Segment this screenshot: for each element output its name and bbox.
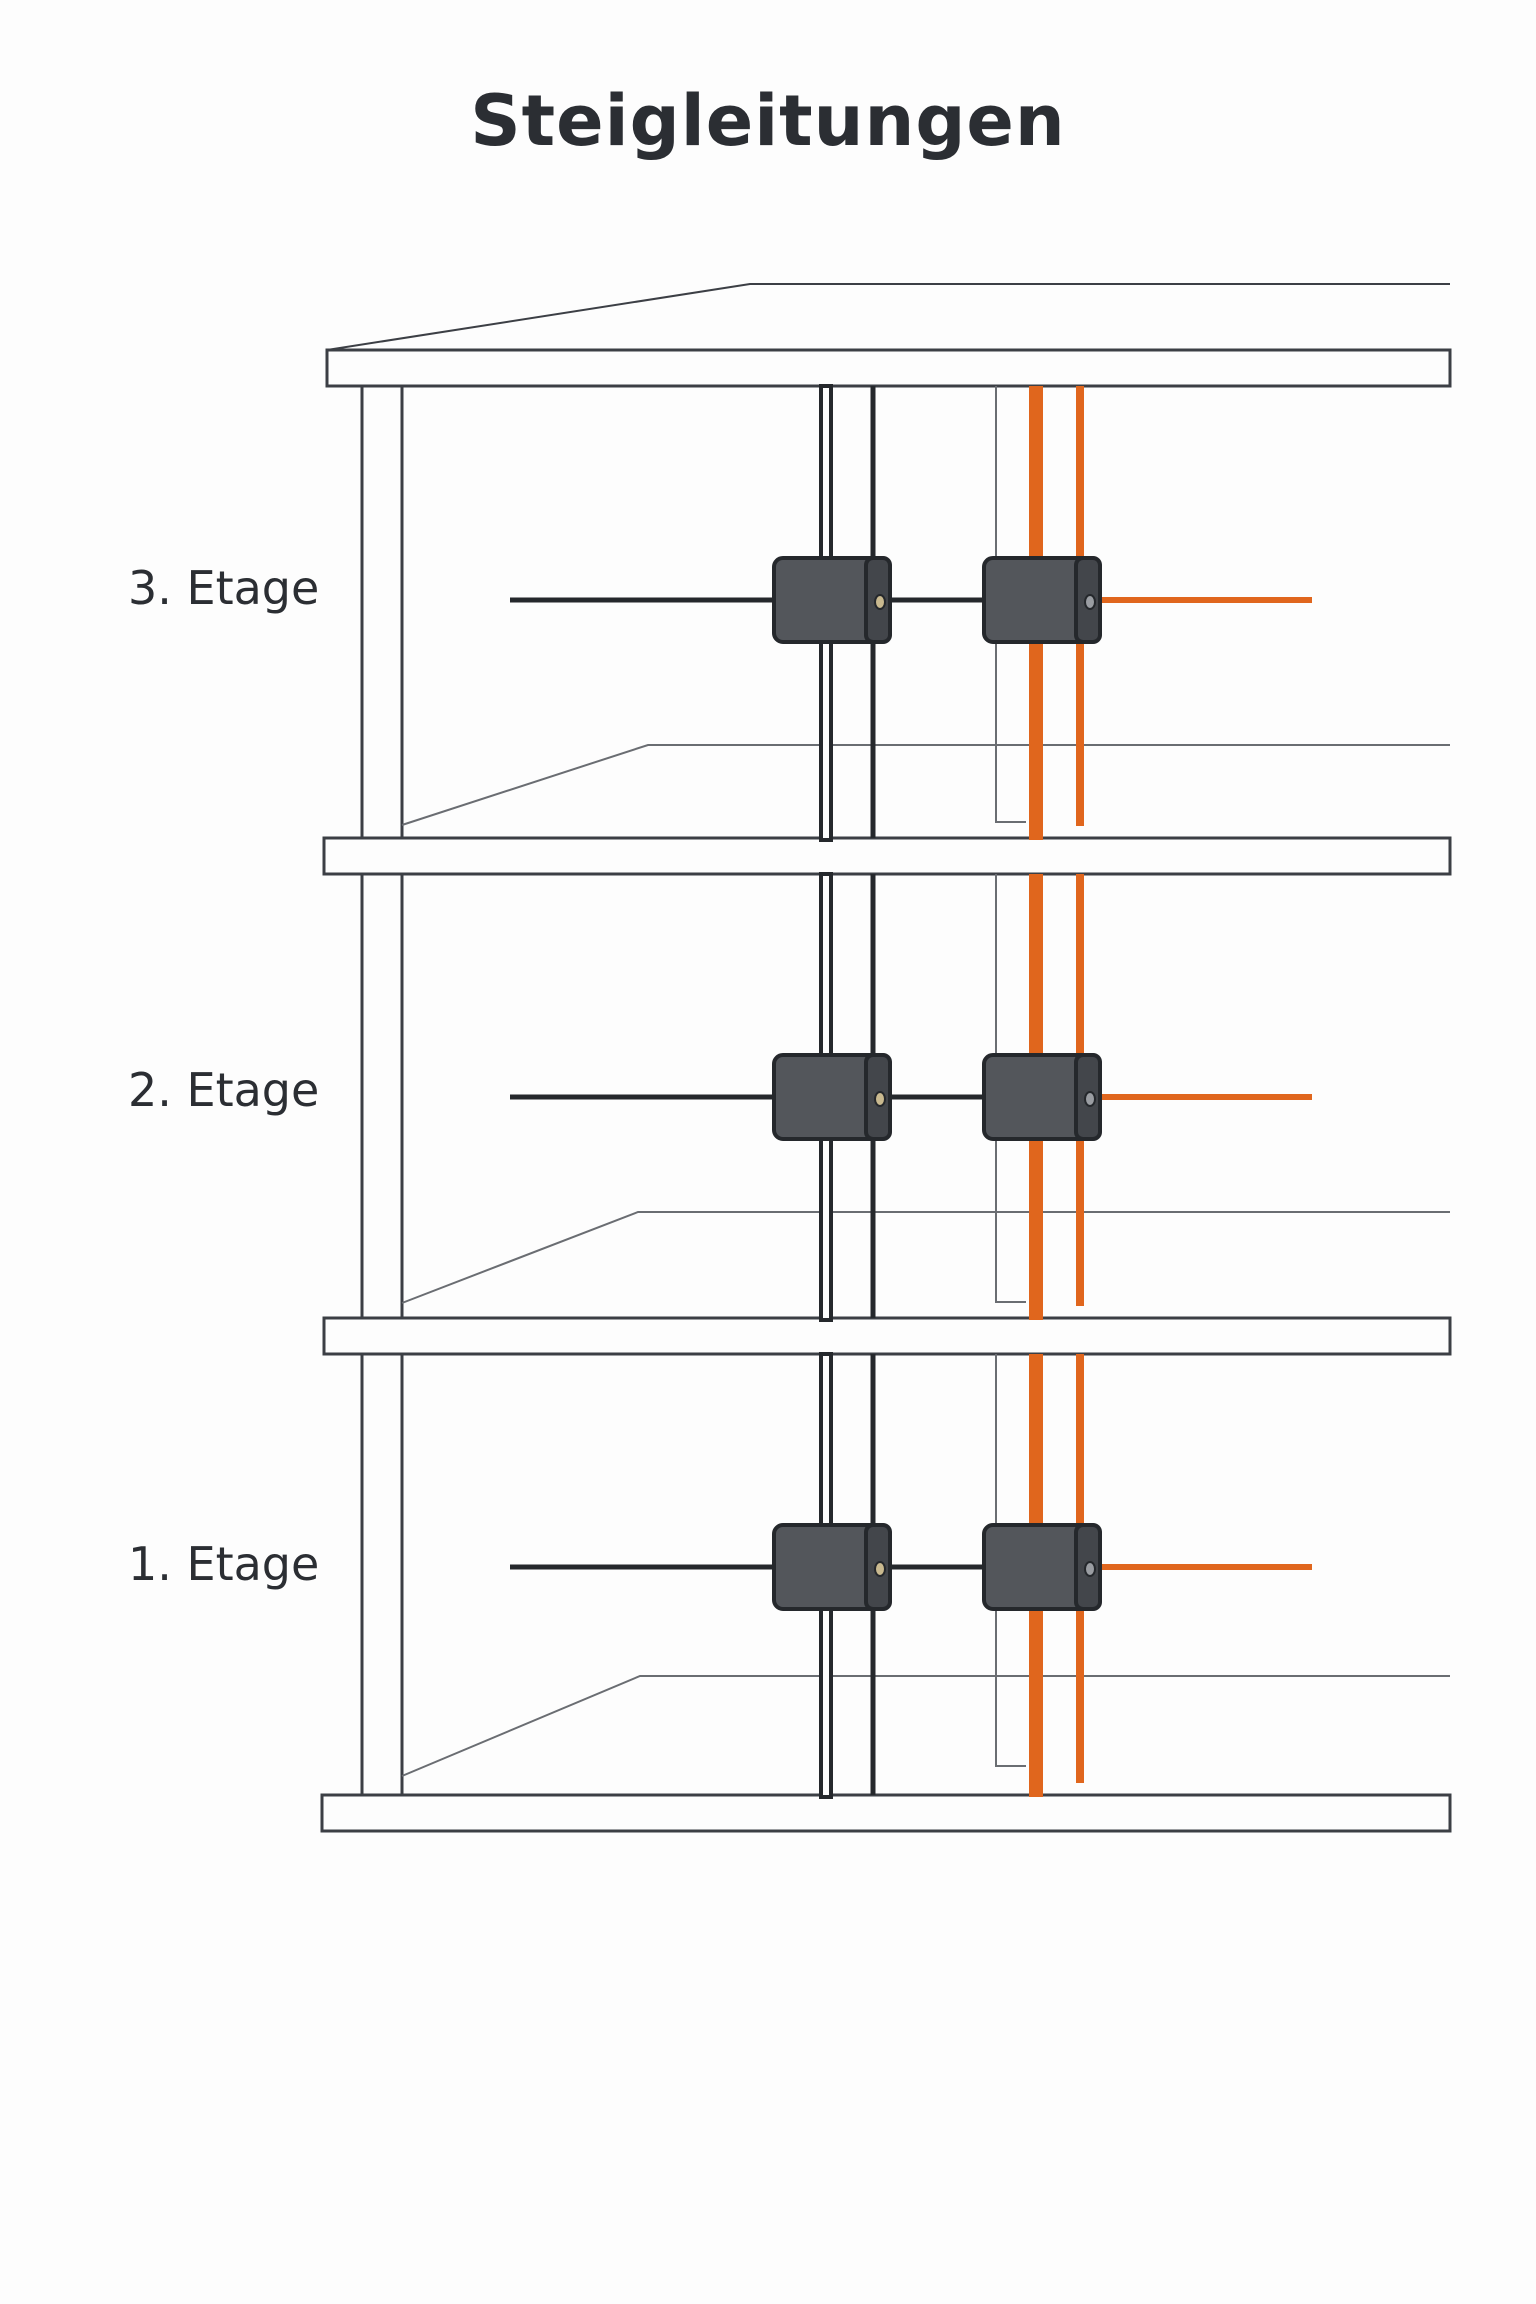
floor-slabs: [320, 836, 1452, 1833]
diagram-title: Steigleitungen: [470, 80, 1066, 162]
outlet-dot: [874, 1091, 886, 1107]
floor-label-3: 3. Etage: [128, 561, 319, 615]
outlet-dot: [1084, 594, 1096, 610]
outlet-dot: [1084, 1091, 1096, 1107]
floor-slab-1: [320, 1793, 1452, 1833]
outlet-dot: [1084, 1561, 1096, 1577]
floor-slab-3: [322, 836, 1452, 876]
gray-return-pipe: [995, 1354, 1026, 1767]
dark-junction-box: [772, 1523, 892, 1611]
floor-label-1: 1. Etage: [128, 1537, 319, 1591]
orange-junction-box: [982, 1053, 1102, 1141]
roof-slab: [325, 283, 1452, 388]
orange-junction-box: [982, 556, 1102, 644]
floor-label-2: 2. Etage: [128, 1063, 319, 1117]
gray-return-pipe: [995, 386, 1026, 823]
orange-junction-box: [982, 1523, 1102, 1611]
junction-groups: [510, 556, 1312, 1611]
gray-return-pipe: [995, 874, 1026, 1303]
floor-slab-2: [322, 1316, 1452, 1356]
junction-floor-2: [510, 1053, 1312, 1141]
junction-floor-1: [510, 1523, 1312, 1611]
junction-floor-3: [510, 556, 1312, 644]
floor-planes: [401, 744, 1450, 1777]
outlet-dot: [874, 594, 886, 610]
left-column: [360, 384, 404, 1798]
dark-junction-box: [772, 1053, 892, 1141]
outlet-dot: [874, 1561, 886, 1577]
dark-junction-box: [772, 556, 892, 644]
